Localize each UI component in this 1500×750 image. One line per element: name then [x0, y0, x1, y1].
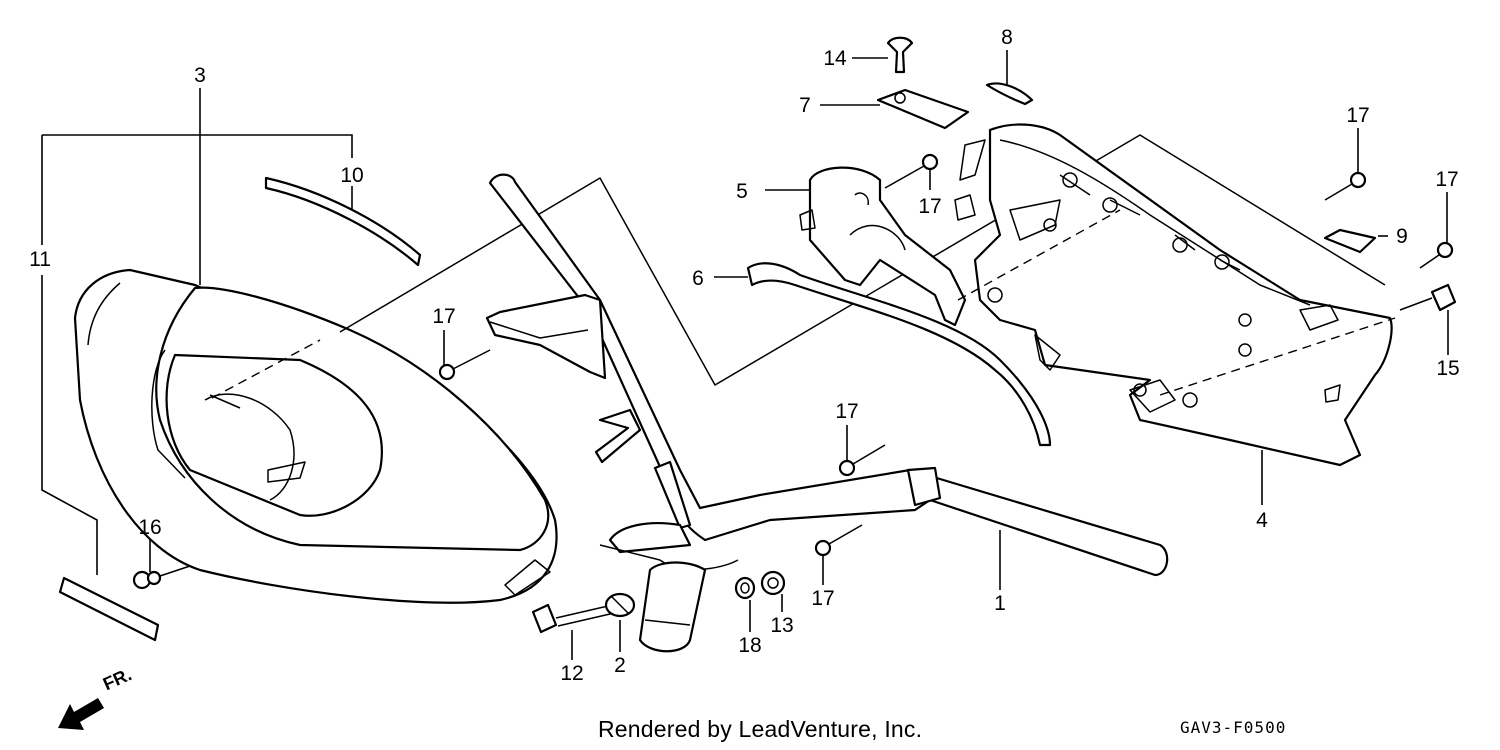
screw-17f-part[interactable] — [814, 524, 863, 557]
screw-16-part[interactable] — [132, 565, 191, 590]
strip-11-part[interactable] — [58, 576, 160, 642]
seal-strip-6-part[interactable] — [746, 262, 1052, 447]
arrow-front-icon — [58, 698, 104, 730]
callout-2: 2 — [614, 654, 626, 677]
callout-12: 12 — [560, 662, 583, 685]
clip-14-part[interactable] — [886, 36, 914, 74]
washer-18-part[interactable] — [734, 576, 756, 600]
callout-9: 9 — [1396, 225, 1408, 248]
front-cover-part[interactable] — [73, 268, 558, 604]
callout-4: 4 — [1256, 509, 1268, 532]
screw-17c-part[interactable] — [1324, 171, 1367, 201]
collar-2-part[interactable] — [604, 592, 636, 618]
screw-17a-part[interactable] — [438, 349, 491, 381]
bracket-7-part[interactable] — [876, 88, 970, 130]
callout-3: 3 — [194, 64, 206, 87]
cap-9-part[interactable] — [1323, 228, 1377, 254]
callout-1: 1 — [994, 592, 1006, 615]
diagram-code: GAV3-F0500 — [1180, 718, 1287, 737]
pad-8-part[interactable] — [985, 82, 1034, 106]
callout-17c: 17 — [1346, 104, 1369, 127]
screw-17d-part[interactable] — [1419, 241, 1454, 269]
rear-cover-part[interactable] — [954, 123, 1393, 467]
callout-7: 7 — [799, 94, 811, 117]
callout-16: 16 — [138, 516, 161, 539]
callout-17f: 17 — [811, 587, 834, 610]
screw-15-part[interactable] — [1399, 283, 1457, 312]
callout-8: 8 — [1001, 26, 1013, 49]
callout-11: 11 — [29, 248, 51, 271]
screw-17e-part[interactable] — [838, 444, 886, 477]
callout-14: 14 — [823, 47, 847, 70]
callout-18: 18 — [738, 634, 761, 657]
strip-10-part[interactable] — [264, 176, 422, 267]
callout-6: 6 — [692, 267, 704, 290]
render-credit: Rendered by LeadVenture, Inc. — [598, 716, 923, 742]
callout-17d: 17 — [1435, 168, 1458, 191]
handlebar-part[interactable] — [485, 173, 1169, 653]
callout-15: 15 — [1436, 357, 1459, 380]
nut-13-part[interactable] — [760, 570, 786, 596]
callout-5: 5 — [736, 180, 748, 203]
callout-17a: 17 — [432, 305, 455, 328]
screw-17b-part[interactable] — [884, 153, 939, 189]
switch-housing-part[interactable] — [799, 166, 967, 327]
bolt-12-part[interactable] — [531, 603, 611, 634]
callout-13: 13 — [770, 614, 793, 637]
callout-17e: 17 — [835, 400, 858, 423]
callout-17b: 17 — [918, 195, 941, 218]
callout-10: 10 — [340, 164, 363, 187]
